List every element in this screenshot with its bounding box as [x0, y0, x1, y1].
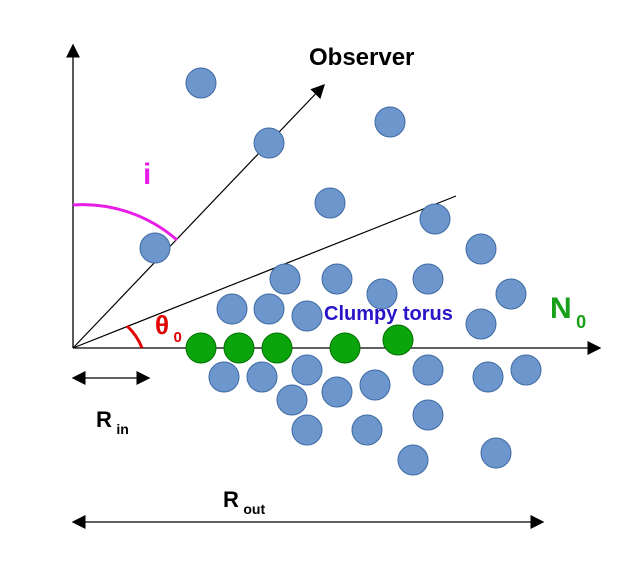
blue-clump	[472, 361, 504, 393]
theta-subscript: 0	[174, 329, 182, 346]
blue-clump	[246, 361, 278, 393]
blue-clump	[397, 444, 429, 476]
blue-clump	[412, 399, 444, 431]
blue-clump	[276, 384, 308, 416]
blue-clump	[374, 106, 406, 138]
green-clump	[329, 332, 361, 364]
r-in-symbol: R	[96, 407, 112, 432]
blue-clump	[216, 293, 248, 325]
blue-clump	[314, 187, 346, 219]
blue-clump	[366, 278, 398, 310]
blue-clump	[510, 354, 542, 386]
blue-clump	[465, 308, 497, 340]
theta-label: θ 0	[155, 310, 182, 346]
r-out-label: R out	[223, 487, 265, 517]
blue-clump	[185, 67, 217, 99]
blue-clump	[351, 414, 383, 446]
inclination-label: i	[143, 158, 151, 191]
green-clump	[185, 332, 217, 364]
blue-clumps	[139, 67, 542, 476]
blue-clump	[412, 263, 444, 295]
blue-clump	[291, 354, 323, 386]
n0-label: N 0	[550, 292, 586, 332]
blue-clump	[253, 293, 285, 325]
n-subscript: 0	[576, 312, 586, 332]
blue-clump	[269, 263, 301, 295]
equatorial-clumps	[185, 324, 414, 364]
blue-clump	[321, 263, 353, 295]
torus-angle-line	[72, 195, 457, 349]
blue-clump	[321, 376, 353, 408]
theta-symbol: θ	[155, 310, 169, 340]
blue-clump	[480, 437, 512, 469]
r-in-subscript: in	[116, 421, 128, 437]
green-clump	[261, 332, 293, 364]
r-out-subscript: out	[243, 501, 265, 517]
observer-line-of-sight	[72, 83, 325, 349]
inclination-arc	[72, 203, 178, 242]
blue-clump	[359, 369, 391, 401]
blue-clump	[291, 300, 323, 332]
blue-clump	[139, 232, 171, 264]
r-in-label: R in	[96, 407, 129, 437]
theta-arc	[125, 324, 144, 349]
blue-clump	[495, 278, 527, 310]
observer-label: Observer	[309, 44, 414, 71]
blue-clump	[208, 361, 240, 393]
blue-clump	[253, 127, 285, 159]
n-symbol: N	[550, 292, 572, 325]
clumpy-torus-label: Clumpy torus	[324, 303, 453, 325]
blue-clump	[291, 414, 323, 446]
blue-clump	[465, 233, 497, 265]
r-out-symbol: R	[223, 487, 239, 512]
blue-clump	[412, 354, 444, 386]
green-clump	[382, 324, 414, 356]
green-clump	[223, 332, 255, 364]
blue-clump	[419, 203, 451, 235]
